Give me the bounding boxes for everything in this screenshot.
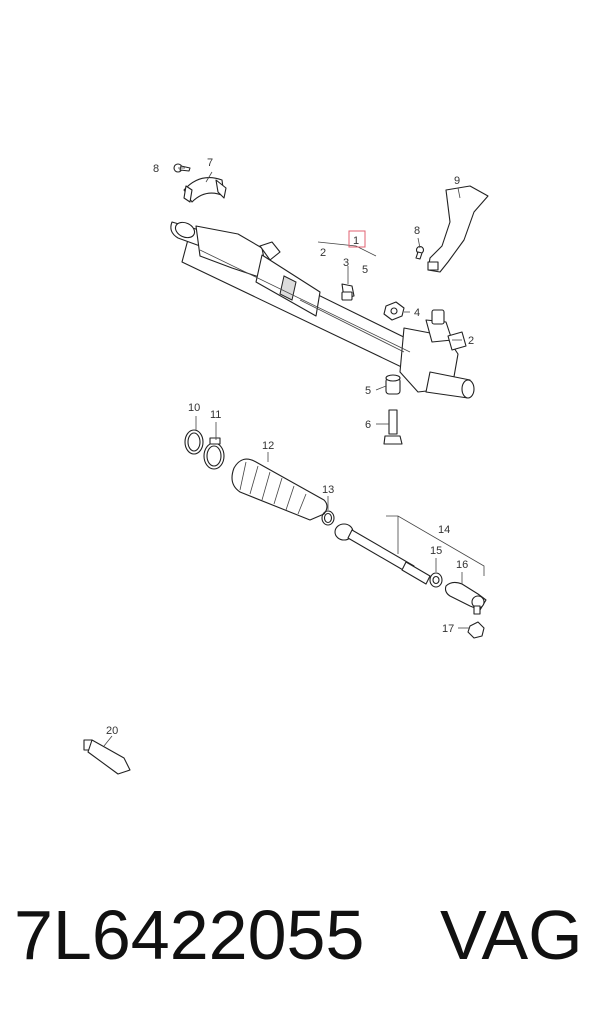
o-ring (184, 429, 204, 455)
lock-nut (429, 572, 443, 588)
callout-2: 2 (320, 247, 326, 259)
callout-17: 17 (442, 623, 454, 635)
small-clamp (321, 510, 335, 526)
callout-3: 3 (343, 257, 349, 269)
callout-15: 15 (430, 545, 442, 557)
callout-16: 16 (456, 559, 468, 571)
callout-13: 13 (322, 484, 334, 496)
hex-bolt (383, 409, 403, 445)
highlight-box (348, 230, 366, 248)
brand-caption: VAG (440, 896, 583, 974)
callout-12: 12 (262, 440, 274, 452)
bush (385, 374, 401, 395)
callout-labels: 1 2 5 3 4 2 5 6 7 8 8 9 10 11 12 13 14 1… (106, 157, 474, 737)
callout-6: 6 (365, 419, 371, 431)
callout-7: 7 (207, 157, 213, 169)
steering-rack-housing (170, 221, 475, 399)
callout-8: 8 (153, 163, 159, 175)
tie-rod-end (444, 581, 487, 615)
callout-11: 11 (210, 409, 221, 421)
self-locking-nut (467, 621, 485, 639)
hex-nut (383, 301, 405, 321)
callout-9: 9 (454, 175, 460, 187)
callout-1: 1 (353, 235, 359, 247)
callout-14: 14 (438, 524, 450, 536)
hose-clamp (203, 437, 225, 470)
union-fitting (341, 283, 355, 301)
callout-5: 5 (362, 264, 368, 276)
grease-tube (83, 739, 131, 775)
callout-20: 20 (106, 725, 118, 737)
clamp-bracket (183, 177, 227, 203)
callout-5-lower: 5 (365, 385, 371, 397)
screw-right (415, 245, 425, 260)
steering-bracket-arm (427, 185, 489, 273)
callout-8-right: 8 (414, 225, 420, 237)
bellows-boot (231, 458, 328, 521)
callout-2-right: 2 (468, 335, 474, 347)
leader-lines (103, 167, 485, 747)
part-number-caption: 7L6422055 (14, 896, 365, 974)
tie-rod (334, 523, 431, 585)
callout-10: 10 (188, 402, 200, 414)
callout-4: 4 (414, 307, 420, 319)
